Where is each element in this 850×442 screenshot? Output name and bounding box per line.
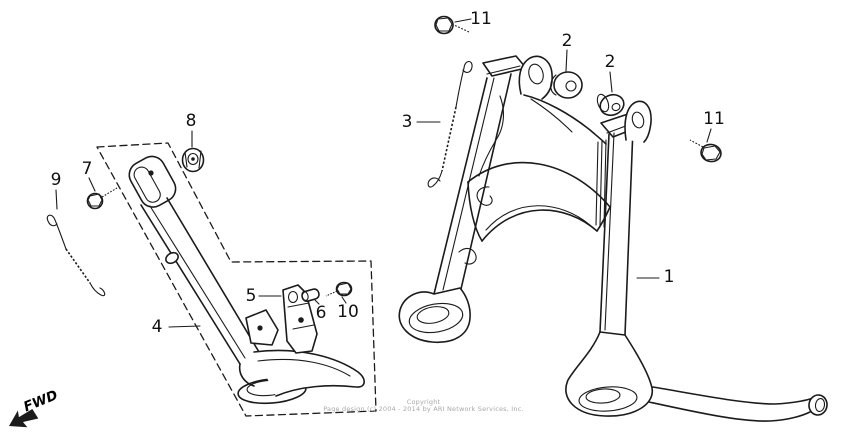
part-label-3: 3: [402, 112, 413, 132]
bolt-11-right-drawing: [689, 139, 722, 163]
part-label-8: 8: [186, 111, 197, 131]
leader-line-7: [88, 177, 96, 192]
grommet-right-drawing: [596, 93, 625, 117]
leader-line-2a: [565, 49, 568, 72]
leader-line-6: [313, 298, 320, 305]
leader-line-10: [341, 296, 347, 304]
leader-line-2b: [609, 71, 613, 93]
bolt-7-drawing: [86, 187, 118, 210]
fwd-label: FWD: [21, 387, 60, 415]
leader-line-11b: [706, 128, 712, 143]
fwd-arrow-icon: [9, 409, 39, 428]
part-label-1: 1: [664, 267, 675, 287]
part-label-11b: 11: [703, 109, 725, 129]
nut-8-drawing: [181, 147, 205, 173]
part-label-2a: 2: [562, 31, 573, 51]
leader-lines: [55, 18, 712, 328]
fwd-marker: FWD: [9, 387, 60, 428]
part-label-9: 9: [51, 170, 62, 190]
part-label-5: 5: [246, 286, 257, 306]
bolt-11-top-drawing: [434, 15, 470, 35]
leader-line-9: [55, 189, 58, 210]
callout-labels: 1 2 2 3 4 5 6 7 8 9 10 11 11: [51, 9, 725, 337]
part-label-10: 10: [337, 302, 359, 322]
copyright-notice: Copyright Page design (c) 2004 - 2014 by…: [316, 398, 531, 414]
copyright-line2: Page design (c) 2004 - 2014 by ARI Netwo…: [323, 405, 524, 414]
center-stand-drawing: [398, 55, 828, 422]
assembly-box-4: [96, 142, 377, 417]
leader-line-4: [168, 325, 201, 328]
bracket-5-drawing: [282, 284, 318, 354]
center-stand-spring-drawing: [427, 60, 473, 188]
part-label-6: 6: [316, 303, 327, 323]
leader-line-11a: [454, 18, 472, 23]
grommet-left-drawing: [550, 71, 583, 99]
side-stand-spring-drawing: [46, 214, 106, 297]
part-label-2b: 2: [605, 52, 616, 72]
part-label-7: 7: [82, 159, 93, 179]
collar-6-drawing: [301, 288, 320, 303]
part-label-4: 4: [152, 317, 163, 337]
part-label-11a: 11: [470, 9, 492, 29]
side-stand-drawing: [128, 155, 365, 405]
copyright-line1: Copyright: [406, 398, 441, 406]
bolt-10-drawing: [325, 281, 353, 297]
